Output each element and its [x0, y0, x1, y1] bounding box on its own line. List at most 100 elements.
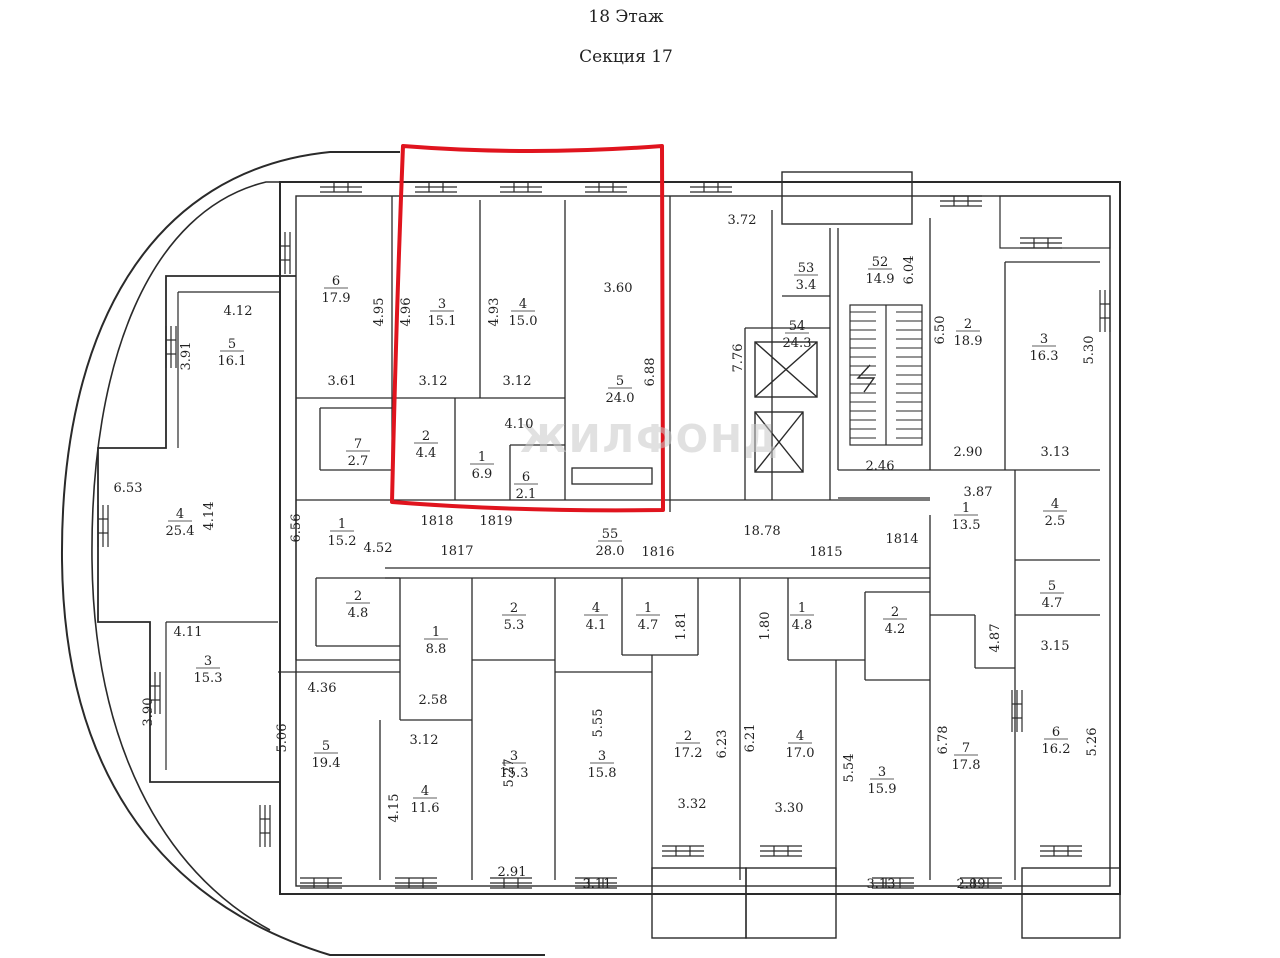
dimension-label: 2.90: [954, 445, 983, 460]
dimension-label: 3.60: [604, 281, 633, 296]
left-wing-walls: [97, 275, 296, 783]
room-number: 3: [510, 749, 518, 764]
dimension-label: 18.78: [743, 524, 780, 539]
room-area: 28.0: [596, 544, 625, 559]
room-label-h-5: 524.0: [606, 374, 635, 406]
room-area: 17.2: [674, 746, 703, 761]
room-label-b4-1: 14.8: [790, 601, 814, 633]
window: [575, 877, 617, 889]
room-number: 7: [354, 437, 362, 452]
dimension-label: 5.55: [591, 709, 606, 738]
room-number: 5: [322, 739, 330, 754]
dimension-label: 2.91: [498, 865, 527, 880]
section-title: Секция 17: [579, 47, 673, 67]
dimension-label: 3.30: [775, 801, 804, 816]
window: [1040, 845, 1082, 857]
room-label-r-2: 218.9: [954, 317, 983, 349]
window: [165, 326, 177, 368]
room-number: 6: [522, 470, 530, 485]
interior-walls: [278, 196, 1100, 880]
room-number: 1: [338, 517, 346, 532]
room-area: 15.9: [868, 782, 897, 797]
window: [395, 877, 437, 889]
room-number: 1: [478, 450, 486, 465]
dimension-label: 6.04: [902, 256, 917, 285]
room-area: 24.0: [606, 391, 635, 406]
room-number: 5: [228, 337, 236, 352]
dimension-label: 3.72: [728, 213, 757, 228]
room-labels: 617.9516.1425.472.7115.224.8315.3519.431…: [166, 255, 1071, 816]
room-label-l-5: 516.1: [218, 337, 247, 369]
room-number: 55: [602, 527, 619, 542]
dimension-label: 4.10: [505, 417, 534, 432]
room-area: 15.3: [194, 671, 223, 686]
room-area: 4.4: [416, 446, 437, 461]
window: [500, 181, 542, 193]
highlighted-apartment[interactable]: [390, 144, 665, 513]
room-number: 6: [332, 274, 340, 289]
room-label-r-5: 54.7: [1040, 579, 1064, 611]
room-area: 6.9: [472, 467, 493, 482]
room-area: 17.8: [952, 758, 981, 773]
room-area: 4.7: [638, 618, 659, 633]
room-area: 19.4: [312, 756, 341, 771]
dimension-label: 6.56: [289, 514, 304, 543]
dimension-label: 4.12: [224, 304, 253, 319]
window: [662, 845, 704, 857]
dimension-label: 5.54: [842, 754, 857, 783]
room-area: 17.0: [786, 746, 815, 761]
room-number: 53: [798, 261, 815, 276]
window: [300, 877, 342, 889]
room-number: 4: [592, 601, 600, 616]
dimension-label: 5.30: [1082, 336, 1097, 365]
room-label-h-1: 16.9: [470, 450, 494, 482]
dimension-label: 5.27: [502, 759, 517, 788]
window: [940, 195, 982, 207]
window: [1020, 237, 1062, 249]
room-number: 3: [438, 297, 446, 312]
room-number: 3: [204, 654, 212, 669]
dimension-label: 6.21: [743, 724, 758, 753]
room-label-c-55: 55 28.0: [596, 527, 625, 559]
dimension-label: 4.14: [202, 502, 217, 531]
dimension-label: 2.58: [419, 693, 448, 708]
dimension-label: 5.06: [275, 724, 290, 753]
dimension-label: 6.53: [114, 481, 143, 496]
dimension-label: 4.95: [372, 298, 387, 327]
room-label-b1-4: 411.6: [411, 784, 440, 816]
room-area: 15.2: [328, 534, 357, 549]
room-area: 4.8: [792, 618, 813, 633]
dimension-label: 3.12: [419, 374, 448, 389]
dimension-label: 1819: [479, 514, 512, 529]
dimension-label: 3.91: [179, 342, 194, 371]
elevators: [754, 341, 818, 473]
dimension-label: 4.96: [399, 298, 414, 327]
room-label-b3-1: 14.7: [636, 601, 660, 633]
room-label-r-3: 316.3: [1030, 332, 1059, 364]
room-number: 2: [891, 605, 899, 620]
room-area: 15.3: [500, 766, 529, 781]
dimension-label: 1816: [641, 545, 674, 560]
dimension-label: 1.81: [674, 612, 689, 641]
room-area: 14.9: [866, 272, 895, 287]
dimension-label: 6.23: [715, 730, 730, 759]
room-area: 16.1: [218, 354, 247, 369]
dimension-label: 1818: [420, 514, 453, 529]
room-number: 3: [878, 765, 886, 780]
room-label-l-7: 72.7: [346, 437, 370, 469]
dimension-label: 5.26: [1085, 728, 1100, 757]
room-label-l-4: 425.4: [166, 507, 195, 539]
building-inner-outline: [91, 181, 280, 931]
room-area: 15.8: [588, 766, 617, 781]
dimension-label: 2.46: [866, 459, 895, 474]
room-number: 5: [616, 374, 624, 389]
watermark: ЖИЛФОНД: [520, 417, 780, 461]
room-area: 16.2: [1042, 742, 1071, 757]
room-number: 1: [798, 601, 806, 616]
room-label-l-1: 115.2: [328, 517, 357, 549]
room-area: 24.3: [783, 336, 812, 351]
room-label-b4-3: 315.9: [868, 765, 897, 797]
window: [415, 181, 457, 193]
